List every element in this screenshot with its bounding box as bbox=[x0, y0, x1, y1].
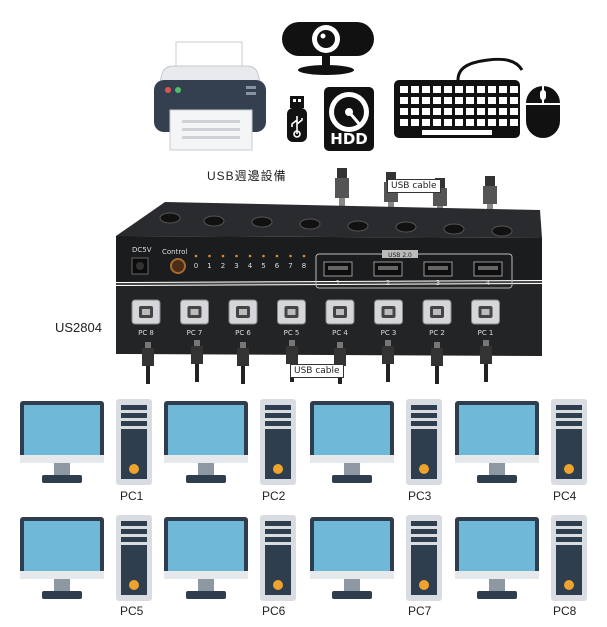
tower-icon bbox=[551, 515, 587, 601]
pc-port-label: PC 4 bbox=[332, 329, 348, 337]
tower-icon bbox=[116, 399, 152, 485]
usb2-label: USB 2.0 bbox=[388, 252, 412, 259]
led-number: 4 bbox=[248, 262, 253, 270]
monitor-icon bbox=[164, 401, 248, 483]
computer-label: PC6 bbox=[262, 604, 286, 618]
computer: PC1 bbox=[20, 397, 160, 507]
keyboard-icon bbox=[394, 57, 524, 138]
usb-cable bbox=[191, 340, 203, 386]
tower-icon bbox=[551, 399, 587, 485]
control-label: Control bbox=[162, 248, 187, 256]
monitor-icon bbox=[455, 401, 539, 483]
monitor-icon bbox=[20, 517, 104, 599]
tower-icon bbox=[260, 399, 296, 485]
monitor-icon bbox=[310, 401, 394, 483]
mouse-icon bbox=[526, 86, 560, 138]
model-label: US2804 bbox=[55, 320, 102, 335]
usb-cable-label-top: USB cable bbox=[387, 179, 441, 193]
usb-cable bbox=[431, 342, 443, 388]
usb-plug-icon bbox=[335, 168, 349, 206]
computer: PC3 bbox=[310, 397, 450, 507]
computer: PC7 bbox=[310, 513, 450, 623]
usb-cable bbox=[142, 342, 154, 388]
usb-port-number: 1 bbox=[336, 279, 340, 287]
led-number: 1 bbox=[207, 262, 211, 270]
led-number: 3 bbox=[234, 262, 238, 270]
peripherals-label: USB週邊設備 bbox=[207, 169, 287, 183]
pc-port-label: PC 7 bbox=[187, 329, 203, 337]
led-number: 0 bbox=[194, 262, 198, 270]
usb-cable bbox=[480, 340, 492, 386]
computer-label: PC3 bbox=[408, 489, 432, 503]
computer: PC6 bbox=[164, 513, 304, 623]
tower-icon bbox=[406, 399, 442, 485]
usb-plug-icon bbox=[483, 176, 497, 212]
led-number: 5 bbox=[261, 262, 265, 270]
computer: PC2 bbox=[164, 397, 304, 507]
usb-cable bbox=[237, 342, 249, 388]
pc-port-label: PC 2 bbox=[429, 329, 445, 337]
pc-port-label: PC 5 bbox=[284, 329, 300, 337]
pc-port-label: PC 6 bbox=[235, 329, 251, 337]
tower-icon bbox=[116, 515, 152, 601]
computer-label: PC5 bbox=[120, 604, 144, 618]
usb-port-number: 2 bbox=[386, 279, 390, 287]
monitor-icon bbox=[20, 401, 104, 483]
computer: PC5 bbox=[20, 513, 160, 623]
usb-cable-label-bottom: USB cable bbox=[290, 364, 344, 378]
usb-cable bbox=[382, 340, 394, 386]
computer-label: PC1 bbox=[120, 489, 144, 503]
hdd-label: HDD bbox=[330, 130, 367, 148]
printer-icon bbox=[154, 41, 266, 151]
usb-port-number: 3 bbox=[436, 279, 440, 287]
usb-flash-drive-icon bbox=[287, 96, 307, 142]
pc-port-label: PC 8 bbox=[138, 329, 154, 337]
tower-icon bbox=[260, 515, 296, 601]
monitor-icon bbox=[310, 517, 394, 599]
webcam-icon bbox=[282, 22, 374, 75]
pc-port-label: PC 3 bbox=[381, 329, 397, 337]
usb-cable bbox=[286, 340, 298, 386]
usb-port-number: 4 bbox=[486, 279, 491, 287]
computer-label: PC7 bbox=[408, 604, 432, 618]
computer-label: PC8 bbox=[553, 604, 577, 618]
led-number: 8 bbox=[302, 262, 306, 270]
computer-label: PC2 bbox=[262, 489, 286, 503]
tower-icon bbox=[406, 515, 442, 601]
computer-label: PC4 bbox=[553, 489, 577, 503]
led-number: 2 bbox=[221, 262, 225, 270]
computer: PC4 bbox=[455, 397, 595, 507]
power-label: DC5V bbox=[132, 246, 152, 254]
pc-port-label: PC 1 bbox=[478, 329, 494, 337]
led-number: 6 bbox=[275, 262, 280, 270]
led-number: 7 bbox=[288, 262, 292, 270]
monitor-icon bbox=[164, 517, 248, 599]
hdd-icon: HDD bbox=[324, 87, 374, 151]
monitor-icon bbox=[455, 517, 539, 599]
computer: PC8 bbox=[455, 513, 595, 623]
